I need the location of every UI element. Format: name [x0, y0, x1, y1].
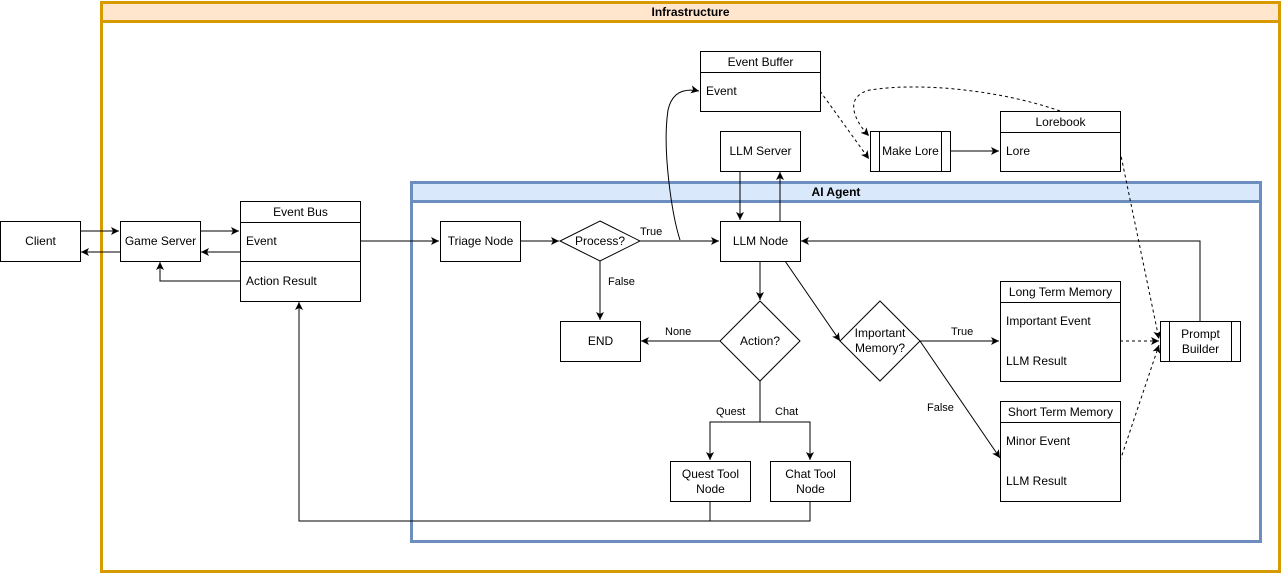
short-term-memory-row-llm-result: LLM Result	[1006, 474, 1067, 488]
edge-process-to-eventbuffer	[665, 85, 700, 241]
action-label: Action?	[739, 333, 781, 348]
infrastructure-title: Infrastructure	[103, 4, 1278, 23]
short-term-memory-row-minor-event: Minor Event	[1006, 434, 1071, 448]
important-memory-diamond	[839, 300, 921, 382]
event-bus-row-event: Event	[246, 234, 277, 248]
edge-lorebook-to-promptbuilder	[1119, 150, 1162, 340]
edge-label-action-chat: Chat	[775, 406, 799, 419]
short-term-memory-table: Short Term Memory Minor Event LLM Result	[1000, 401, 1121, 502]
short-term-memory-title: Short Term Memory	[1001, 402, 1120, 423]
long-term-memory-row-llm-result: LLM Result	[1006, 354, 1067, 368]
edge-llmnode-to-memory	[784, 260, 841, 342]
edge-action-to-chat	[760, 421, 814, 460]
edge-promptbuilder-to-llmnode	[801, 237, 1201, 321]
action-diamond	[719, 300, 801, 382]
llm-node: LLM Node	[720, 221, 801, 262]
triage-node: Triage Node	[440, 221, 521, 262]
event-bus-row-divider	[241, 261, 360, 262]
game-server-node: Game Server	[120, 221, 201, 262]
edge-label-process-false: False	[608, 276, 635, 289]
edge-action-to-quest	[706, 381, 761, 460]
prompt-builder-node: Prompt Builder	[1160, 321, 1241, 362]
edge-label-process-true: True	[640, 226, 663, 239]
edge-eventbuffer-to-makelore	[819, 90, 870, 160]
infrastructure-container: Infrastructure	[100, 1, 1281, 573]
lorebook-row-lore: Lore	[1006, 144, 1031, 158]
edge-label-action-none: None	[665, 326, 692, 339]
quest-tool-node: Quest Tool Node	[670, 461, 751, 502]
event-bus-row-action-result: Action Result	[246, 274, 317, 288]
event-bus-table: Event Bus Event Action Result	[240, 201, 361, 302]
edge-label-memory-true: True	[951, 326, 974, 339]
long-term-memory-row-important-event: Important Event	[1006, 314, 1091, 328]
edge-stm-to-promptbuilder	[1119, 344, 1161, 462]
client-node: Client	[0, 221, 81, 262]
event-buffer-title: Event Buffer	[701, 52, 820, 73]
edge-quest-to-actionresult	[295, 302, 711, 522]
make-lore-node: Make Lore	[870, 131, 951, 172]
event-buffer-row-event: Event	[706, 84, 737, 98]
edge-label-memory-false: False	[927, 402, 954, 415]
long-term-memory-table: Long Term Memory Important Event LLM Res…	[1000, 281, 1121, 382]
process-diamond	[558, 220, 642, 262]
lorebook-table: Lorebook Lore	[1000, 111, 1121, 172]
lorebook-title: Lorebook	[1001, 112, 1120, 133]
llm-server-node: LLM Server	[720, 131, 801, 172]
edge-actionresult-to-gameserver	[156, 262, 240, 282]
important-memory-label: Important Memory?	[854, 326, 906, 355]
edge-lorebook-to-makelore	[853, 86, 1061, 137]
event-bus-title: Event Bus	[241, 202, 360, 223]
ai-agent-container: AI Agent	[410, 181, 1262, 543]
edge-label-action-quest: Quest	[716, 406, 746, 419]
edge-chat-to-actionresult	[710, 501, 811, 522]
chat-tool-node: Chat Tool Node	[770, 461, 851, 502]
ai-agent-title: AI Agent	[413, 184, 1259, 203]
end-node: END	[560, 321, 641, 362]
edge-memory-to-stm	[919, 340, 1001, 459]
event-buffer-table: Event Buffer Event	[700, 51, 821, 112]
long-term-memory-title: Long Term Memory	[1001, 282, 1120, 303]
prompt-builder-label: Prompt Builder	[1181, 326, 1220, 356]
make-lore-label: Make Lore	[882, 144, 939, 158]
process-label: Process?	[574, 233, 626, 248]
